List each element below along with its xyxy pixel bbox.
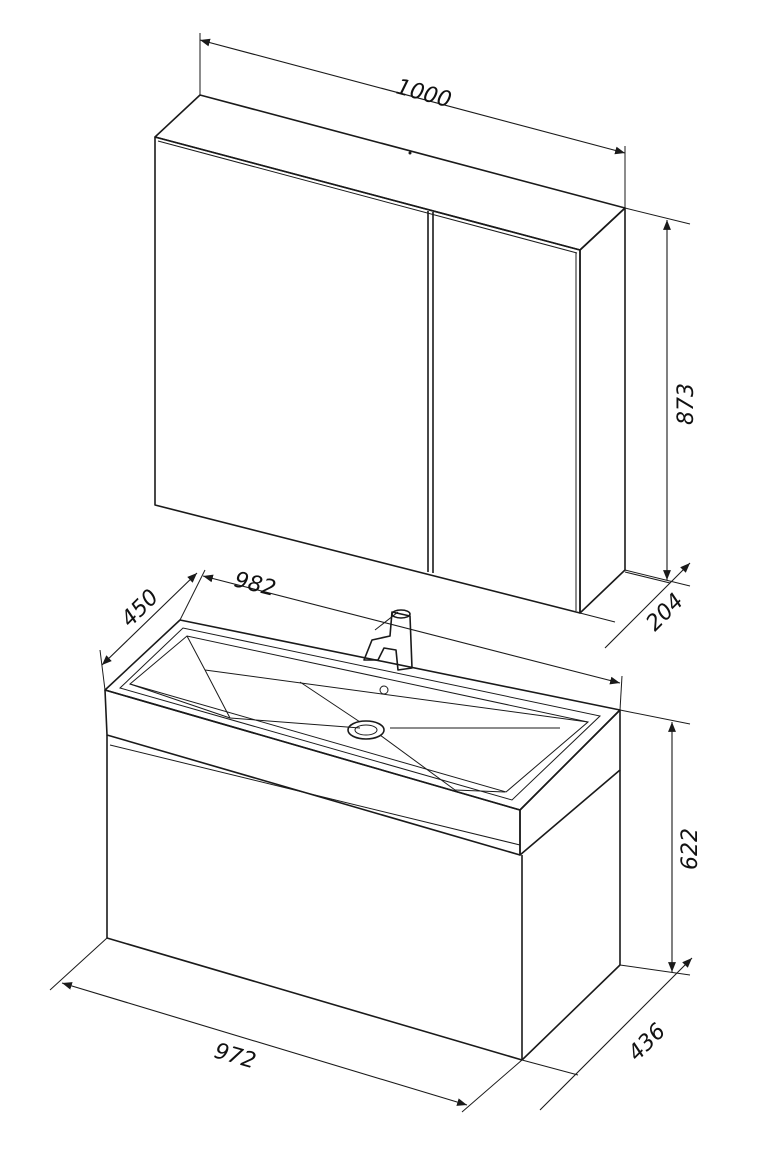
overflow-icon bbox=[379, 685, 389, 695]
basin-width-label: 982 bbox=[232, 568, 279, 602]
mirror-cabinet bbox=[154, 94, 626, 614]
dimension-cabinet-width: 972 bbox=[49, 937, 523, 1113]
dimension-vanity-height: 622 bbox=[619, 709, 703, 976]
vanity-height-label: 622 bbox=[678, 828, 703, 870]
cabinet-width-label: 972 bbox=[211, 1039, 258, 1075]
dimension-basin-width: 982 bbox=[179, 568, 623, 711]
dimension-basin-depth: 450 bbox=[99, 572, 198, 691]
dimension-mirror-height: 873 bbox=[624, 207, 699, 587]
mirror-depth-label: 204 bbox=[642, 589, 689, 636]
vanity-unit bbox=[104, 609, 621, 1061]
mirror-width-label: 1000 bbox=[393, 75, 454, 114]
drain-icon bbox=[347, 720, 385, 740]
basin-depth-label: 450 bbox=[117, 585, 164, 632]
basin-bowl-lines bbox=[129, 635, 589, 793]
dimension-mirror-depth: 204 bbox=[579, 562, 691, 649]
cabinet-depth-label: 436 bbox=[624, 1019, 671, 1066]
dimension-mirror-width: 1000 bbox=[199, 33, 626, 208]
mirror-height-label: 873 bbox=[674, 383, 699, 425]
dimension-cabinet-depth: 436 bbox=[521, 957, 693, 1111]
